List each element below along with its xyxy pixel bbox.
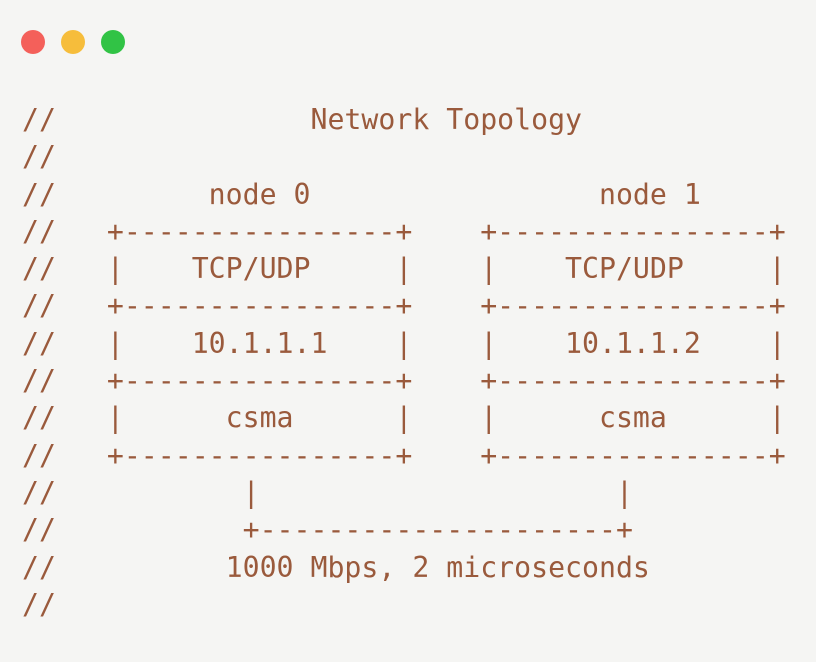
code-line-blank: // (22, 140, 56, 174)
code-line-link-bus: // +---------------------+ (22, 513, 633, 547)
code-line-link-specs: // 1000 Mbps, 2 microseconds (22, 550, 650, 584)
code-line-ip-addresses: // | 10.1.1.1 | | 10.1.1.2 | (22, 326, 786, 360)
topology-comment-block: // Network Topology//// node 0 node 1// … (22, 101, 786, 623)
code-line-csma: // | csma | | csma | (22, 401, 786, 435)
zoom-window-icon[interactable] (101, 30, 125, 54)
code-line-box-border: // +----------------+ +----------------+ (22, 214, 786, 248)
minimize-window-icon[interactable] (61, 30, 85, 54)
code-line-box-border: // +----------------+ +----------------+ (22, 364, 786, 398)
code-line-title: // Network Topology (22, 103, 583, 136)
code-line-node-labels: // node 0 node 1 (22, 177, 701, 211)
code-line-blank: // (22, 587, 56, 621)
code-line-tcp-udp: // | TCP/UDP | | TCP/UDP | (22, 252, 786, 286)
code-line-box-border: // +----------------+ +----------------+ (22, 438, 786, 472)
close-window-icon[interactable] (21, 30, 45, 54)
code-line-link-stems: // | | (22, 475, 633, 509)
window-controls (21, 30, 125, 54)
code-line-box-border: // +----------------+ +----------------+ (22, 289, 786, 323)
